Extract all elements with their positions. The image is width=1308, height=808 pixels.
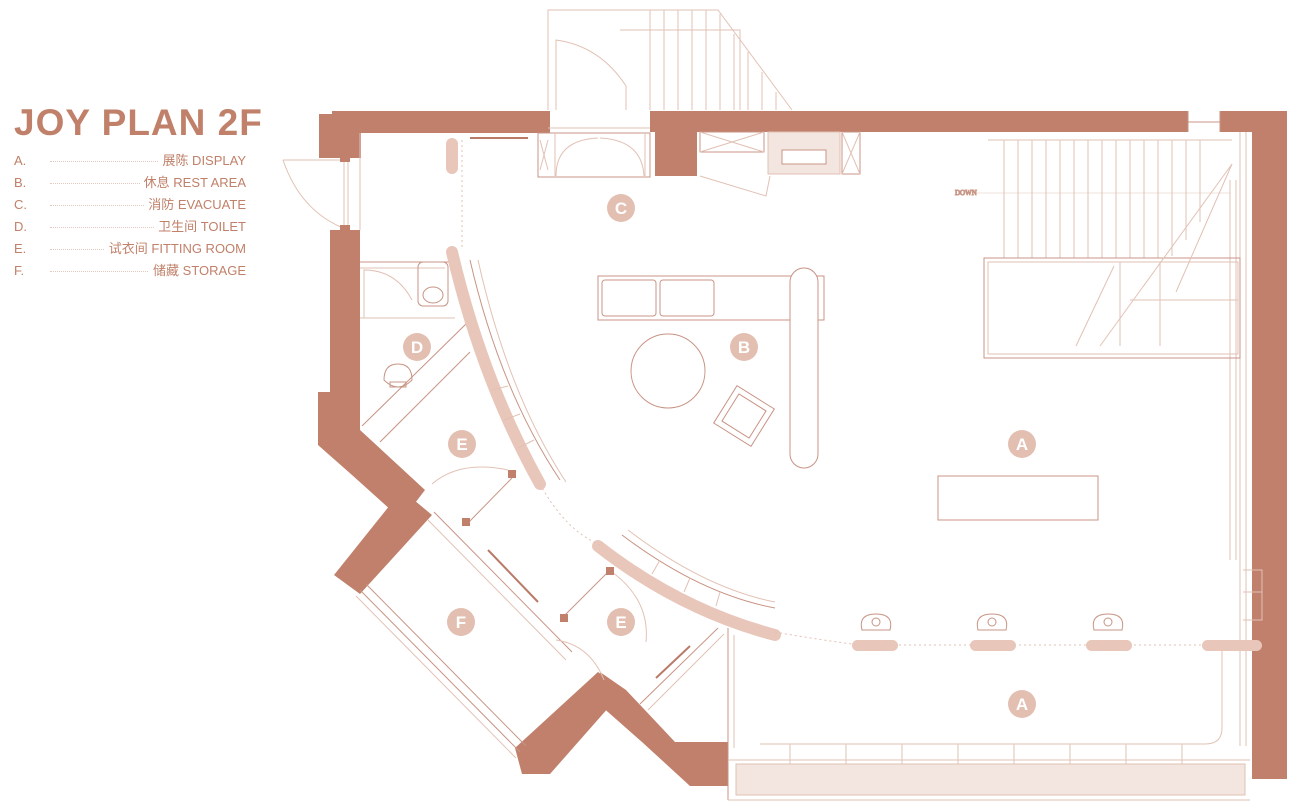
legend-item-rest-area: B. 休息 REST AREA <box>14 172 246 194</box>
legend-item-display: A. 展陈 DISPLAY <box>14 150 246 172</box>
legend-name: 休息 REST AREA <box>139 174 246 192</box>
fitting-room-upper <box>431 466 516 526</box>
wall-left-upper <box>330 230 360 392</box>
zone-marker-f: F <box>447 608 475 636</box>
curved-partition <box>446 138 1205 646</box>
zone-marker-a-upper: A <box>1008 430 1036 458</box>
zone-marker-e-lower: E <box>607 608 635 636</box>
legend-key: C. <box>14 197 27 212</box>
wall-top-left-corner <box>319 114 361 158</box>
legend-name: 消防 EVACUATE <box>144 196 246 214</box>
legend-item-toilet: D. 卫生间 TOILET <box>14 216 246 238</box>
curve-upper-thick <box>446 246 546 490</box>
zone-label-f: F <box>456 613 466 632</box>
stair-direction-label: DOWN <box>955 189 977 197</box>
wall-left-diagonal <box>318 392 425 520</box>
legend-key: B. <box>14 175 27 190</box>
zone-marker-b: B <box>730 333 758 361</box>
legend-name: 储藏 STORAGE <box>149 262 246 280</box>
legend-item-storage: F. 储藏 STORAGE <box>14 260 246 282</box>
zone-label-e-lower: E <box>615 613 626 632</box>
wall-details <box>343 111 1263 801</box>
top-cabinets <box>699 131 861 197</box>
legend-item-fitting-room: E. 试衣间 FITTING ROOM <box>14 238 246 260</box>
zone-label-a-lower: A <box>1016 695 1028 714</box>
zone-label-e-upper: E <box>456 435 467 454</box>
zone-marker-e-upper: E <box>448 430 476 458</box>
storage-room <box>355 511 573 759</box>
legend-leader <box>50 183 160 184</box>
legend-name: 卫生间 TOILET <box>154 218 246 236</box>
legend: A. 展陈 DISPLAY B. 休息 REST AREA C. 消防 EVAC… <box>14 150 246 282</box>
rest-area-furniture <box>597 267 825 469</box>
legend-leader <box>50 271 160 272</box>
zone-label-b: B <box>738 338 750 357</box>
legend-leader <box>50 227 160 228</box>
wall-storage-left <box>334 490 432 594</box>
legend-key: D. <box>14 219 27 234</box>
zone-label-c: C <box>615 199 627 218</box>
zone-markers: C B D E A F E <box>403 194 1036 718</box>
wall-top-left <box>332 111 550 133</box>
fitting-room-lower <box>555 567 725 711</box>
legend-name: 展陈 DISPLAY <box>158 152 246 170</box>
external-stair <box>547 9 793 111</box>
legend-leader <box>50 161 160 162</box>
legend-leader <box>50 205 160 206</box>
wall-bottom-pieces <box>515 672 624 774</box>
legend-key: F. <box>14 263 25 278</box>
legend-key: A. <box>14 153 27 168</box>
legend-key: E. <box>14 241 27 256</box>
display-fixtures <box>852 475 1262 651</box>
plan-title: JOY PLAN 2F <box>14 102 263 143</box>
left-exterior-door <box>282 155 350 232</box>
zone-marker-d: D <box>403 333 431 361</box>
zone-label-a-upper: A <box>1016 435 1028 454</box>
wall-right <box>1252 111 1287 779</box>
evacuate-doors <box>470 127 651 178</box>
legend-item-evacuate: C. 消防 EVACUATE <box>14 194 246 216</box>
legend-name: 试衣间 FITTING ROOM <box>104 240 246 258</box>
zone-marker-a-lower: A <box>1008 690 1036 718</box>
zone-label-d: D <box>411 338 423 357</box>
pillar-top <box>655 128 697 176</box>
curve-lower-thick <box>592 540 781 641</box>
wall-bottom-corner <box>600 672 728 786</box>
exterior-walls <box>318 111 1287 786</box>
zone-marker-c: C <box>607 194 635 222</box>
interior-stair: DOWN <box>955 139 1241 359</box>
wall-top-right <box>650 111 1188 132</box>
